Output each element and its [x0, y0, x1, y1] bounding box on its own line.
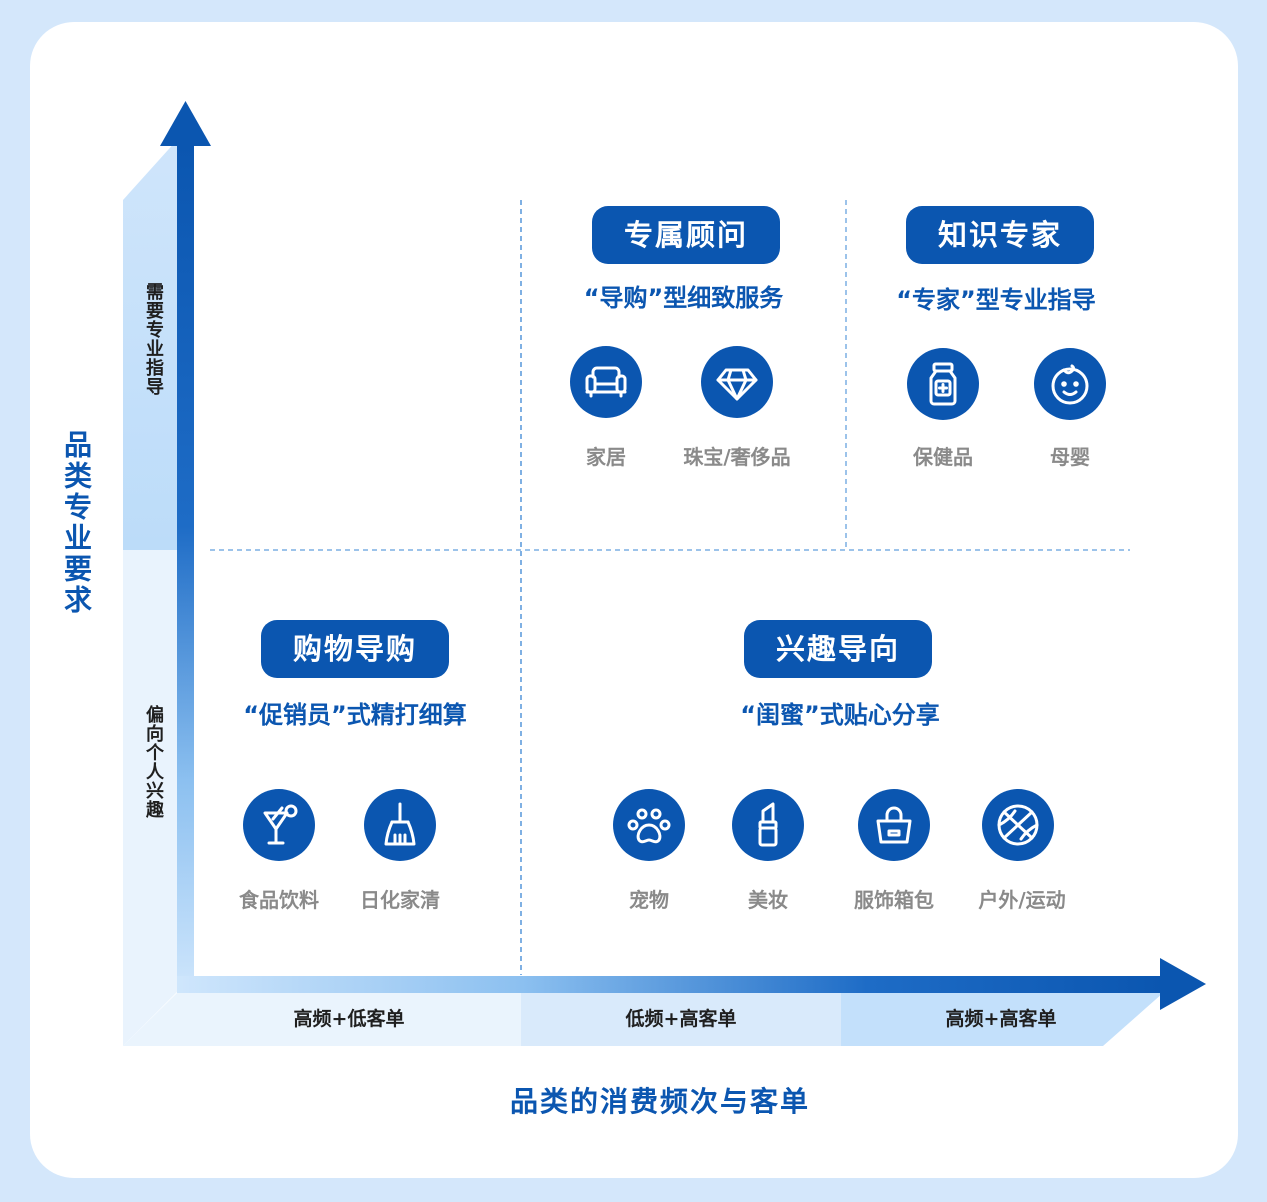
sofa-icon — [570, 346, 642, 418]
x-band-3: 高频+高客单 — [841, 993, 1163, 1046]
interest-item-4-label: 户外/运动 — [978, 888, 1066, 912]
handbag-icon — [858, 789, 930, 861]
x-band-2: 低频+高客单 — [521, 993, 841, 1046]
expert-title: 知识专家 — [906, 206, 1094, 264]
basketball-icon — [982, 789, 1054, 861]
interest-subtitle: “闺蜜”式贴心分享 — [740, 701, 940, 729]
y-high-label: 需要专业指导 — [143, 282, 164, 396]
advisor-item-2-label: 珠宝/奢侈品 — [683, 445, 791, 469]
x-band-label-3: 高频+高客单 — [945, 1008, 1057, 1030]
advisor-title: 专属顾问 — [592, 206, 780, 264]
broom-icon — [364, 789, 436, 861]
interest-item-1-label: 宠物 — [629, 888, 669, 912]
shopping-subtitle: “促销员”式精打细算 — [243, 701, 467, 729]
x-band-label-2: 低频+高客单 — [625, 1008, 737, 1030]
interest-item-2-label: 美妆 — [748, 888, 788, 912]
x-axis-title: 品类的消费频次与客单 — [509, 1085, 810, 1118]
y-band-high — [123, 140, 177, 550]
expert-subtitle: “专家”型专业指导 — [896, 286, 1096, 314]
baby-face-icon — [1034, 348, 1106, 420]
medicine-bottle-icon — [907, 348, 979, 420]
paw-icon — [613, 789, 685, 861]
interest-item-3-label: 服饰箱包 — [854, 888, 934, 912]
cocktail-icon — [243, 789, 315, 861]
advisor-subtitle: “导购”型细致服务 — [583, 284, 784, 312]
interest-title: 兴趣导向 — [744, 620, 932, 678]
expert-item-1-label: 保健品 — [913, 445, 973, 469]
lipstick-icon — [732, 789, 804, 861]
diamond-icon — [701, 346, 773, 418]
y-band-low — [123, 550, 177, 1046]
quadrant-dividers — [210, 200, 1130, 975]
shopping-title: 购物导购 — [261, 620, 449, 678]
y-axis-arrow — [160, 101, 211, 993]
x-band-1: 高频+低客单 — [123, 993, 521, 1046]
x-band-label-1: 高频+低客单 — [293, 1008, 405, 1030]
shopping-item-1-label: 食品饮料 — [239, 888, 319, 912]
expert-item-2-label: 母婴 — [1050, 445, 1090, 469]
x-axis-arrow — [177, 958, 1206, 1010]
advisor-item-1-label: 家居 — [586, 445, 626, 469]
shopping-item-2-label: 日化家清 — [360, 888, 440, 912]
y-low-label: 偏向个人兴趣 — [143, 705, 164, 819]
y-axis-title: 品类专业要求 — [60, 430, 93, 616]
